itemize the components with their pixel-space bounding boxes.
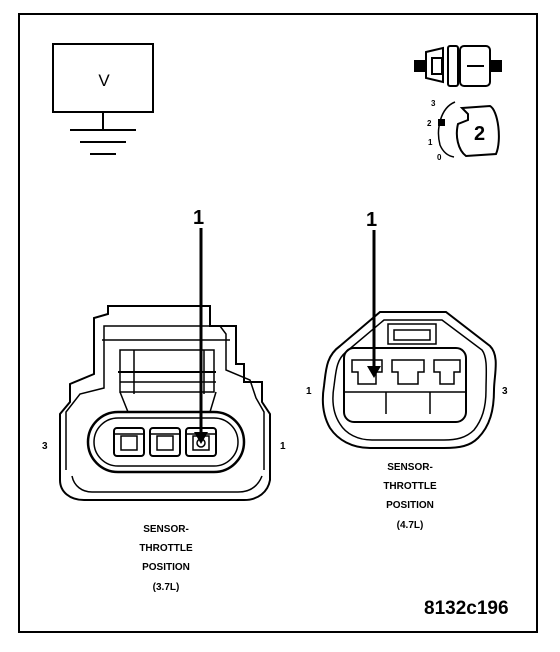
- caption-line: (4.7L): [397, 520, 424, 531]
- connector-legend-icon: [414, 45, 502, 87]
- caption-line: POSITION: [386, 500, 434, 511]
- caption-line: SENSOR-: [143, 524, 189, 535]
- right-caption: SENSOR- THROTTLE POSITION (4.7L): [383, 462, 437, 531]
- scale-number: 1: [428, 138, 433, 147]
- figure-id: 8132c196: [424, 598, 509, 619]
- scale-number: 3: [431, 99, 436, 108]
- left-pin-label-1: 1: [280, 441, 286, 452]
- left-callout: 1: [193, 207, 208, 444]
- scale-number: 0: [437, 153, 442, 162]
- caption-line: THROTTLE: [383, 481, 437, 492]
- left-callout-number: 1: [193, 207, 204, 229]
- caption-line: POSITION: [142, 562, 190, 573]
- connector-number-icon: 3 2 1 0 2: [427, 99, 500, 162]
- voltage-label: V: [98, 71, 110, 90]
- right-callout-number: 1: [366, 209, 377, 231]
- caption-line: SENSOR-: [387, 462, 433, 473]
- right-connector: [321, 311, 497, 449]
- left-connector: [59, 305, 271, 501]
- caption-line: (3.7L): [153, 582, 180, 593]
- right-callout: 1: [366, 209, 381, 378]
- left-caption: SENSOR- THROTTLE POSITION (3.7L): [139, 524, 193, 593]
- voltage-legend: V: [52, 43, 154, 155]
- right-pin-label-1: 1: [306, 386, 312, 397]
- right-pin-label-3: 3: [502, 386, 508, 397]
- caption-line: THROTTLE: [139, 543, 193, 554]
- pin-cavity: [113, 427, 145, 457]
- left-pin-label-3: 3: [42, 441, 48, 452]
- diagram-frame: [18, 13, 538, 633]
- pin-cavity: [149, 427, 181, 457]
- connector-number: 2: [474, 123, 485, 145]
- scale-number: 2: [427, 119, 432, 128]
